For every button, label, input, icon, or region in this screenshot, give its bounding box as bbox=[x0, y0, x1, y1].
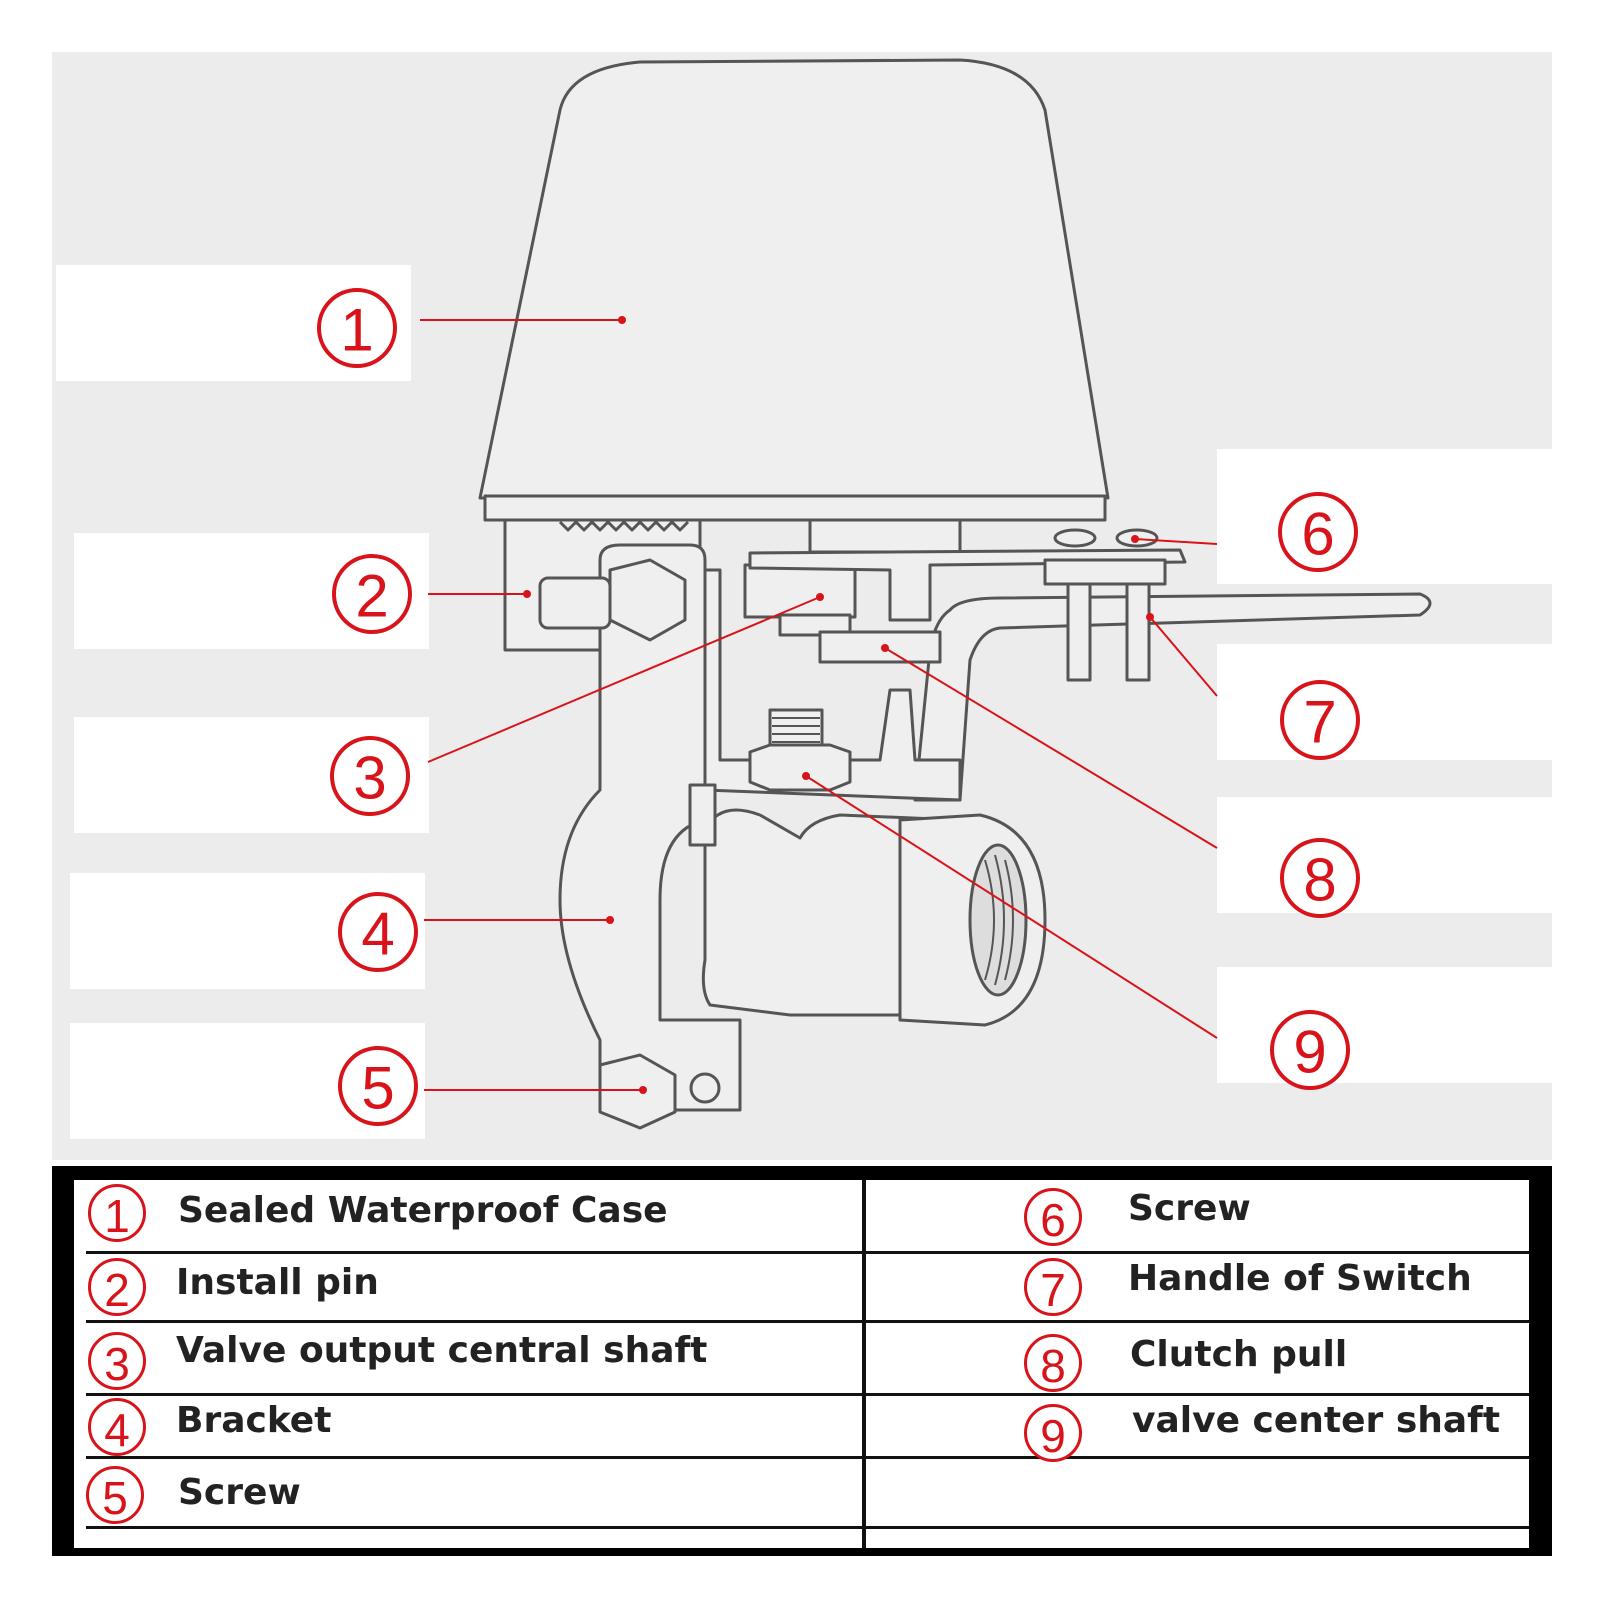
legend-number-8: 8 bbox=[1024, 1334, 1082, 1392]
legend-label-9: valve center shaft bbox=[1132, 1400, 1501, 1441]
callout-number-6: 6 bbox=[1301, 501, 1334, 568]
legend-number-5: 5 bbox=[86, 1466, 144, 1524]
clutch-pull bbox=[818, 630, 942, 664]
callout-circle-1 bbox=[317, 288, 397, 368]
legend-label-6: Screw bbox=[1128, 1188, 1251, 1229]
legend-label-3: Valve output central shaft bbox=[176, 1330, 708, 1371]
callout-circle-2 bbox=[332, 554, 412, 634]
gear-teeth bbox=[558, 520, 690, 532]
legend-rule bbox=[86, 1526, 1529, 1529]
switch-plate bbox=[748, 548, 1187, 622]
stem-nut bbox=[748, 743, 852, 792]
legend-table-body: 1 Sealed Waterproof Case 2 Install pin 3… bbox=[74, 1180, 1529, 1548]
leader-dots bbox=[523, 316, 1154, 1094]
upper-plate bbox=[808, 518, 962, 554]
legend-table: 1 Sealed Waterproof Case 2 Install pin 3… bbox=[52, 1166, 1552, 1556]
valve-neck bbox=[703, 568, 962, 802]
callout-number-8: 8 bbox=[1303, 847, 1336, 914]
legend-number-7: 7 bbox=[1024, 1258, 1082, 1316]
legend-number-6: 6 bbox=[1024, 1188, 1082, 1246]
valve-diagram: 1 2 3 4 5 6 7 8 9 bbox=[52, 52, 1552, 1160]
legend-number-4: 4 bbox=[88, 1398, 146, 1456]
legend-number-9: 9 bbox=[1024, 1404, 1082, 1462]
callout-circle-6 bbox=[1278, 492, 1358, 572]
bolt-top bbox=[608, 558, 687, 642]
legend-label-4: Bracket bbox=[176, 1400, 332, 1441]
legend-number-3: 3 bbox=[88, 1332, 146, 1390]
legend-label-8: Clutch pull bbox=[1130, 1334, 1348, 1375]
pipe-opening bbox=[968, 843, 1028, 997]
callout-number-3: 3 bbox=[353, 745, 386, 812]
leader-lines bbox=[420, 319, 1218, 1091]
callout-circle-8 bbox=[1280, 838, 1360, 918]
legend-number-2: 2 bbox=[88, 1258, 146, 1316]
callout-circles bbox=[317, 288, 1360, 1126]
callout-number-9: 9 bbox=[1293, 1019, 1326, 1086]
actuator-drawing bbox=[478, 58, 1432, 1130]
callout-number-5: 5 bbox=[361, 1055, 394, 1122]
legend-number-1: 1 bbox=[88, 1184, 146, 1242]
legend-rule bbox=[86, 1251, 1529, 1254]
bolt-bottom bbox=[598, 1053, 677, 1130]
legend-divider bbox=[862, 1180, 866, 1548]
callout-circle-7 bbox=[1280, 680, 1360, 760]
install-pin bbox=[538, 576, 612, 630]
output-shaft bbox=[743, 563, 857, 619]
sealed-case bbox=[478, 58, 1110, 500]
callout-number-7: 7 bbox=[1303, 689, 1336, 756]
callout-circle-9 bbox=[1270, 1010, 1350, 1090]
legend-rule bbox=[86, 1320, 1529, 1323]
callout-numbers: 1 2 3 4 5 6 7 8 9 bbox=[340, 297, 1336, 1122]
callout-circle-4 bbox=[338, 892, 418, 972]
callout-number-2: 2 bbox=[355, 563, 388, 630]
callout-circle-5 bbox=[338, 1046, 418, 1126]
legend-label-1: Sealed Waterproof Case bbox=[178, 1190, 668, 1231]
legend-label-5: Screw bbox=[178, 1472, 301, 1513]
callout-circle-3 bbox=[330, 736, 410, 816]
pipe-body bbox=[701, 808, 962, 1017]
case-base bbox=[483, 494, 1107, 522]
legend-label-7: Handle of Switch bbox=[1128, 1258, 1472, 1299]
threaded-stem bbox=[768, 708, 824, 752]
bracket bbox=[558, 543, 742, 1112]
legend-rule bbox=[86, 1456, 1529, 1459]
legend-rule bbox=[86, 1393, 1529, 1396]
callout-number-1: 1 bbox=[340, 297, 373, 364]
callout-number-4: 4 bbox=[361, 901, 394, 968]
legend-label-2: Install pin bbox=[176, 1262, 379, 1303]
